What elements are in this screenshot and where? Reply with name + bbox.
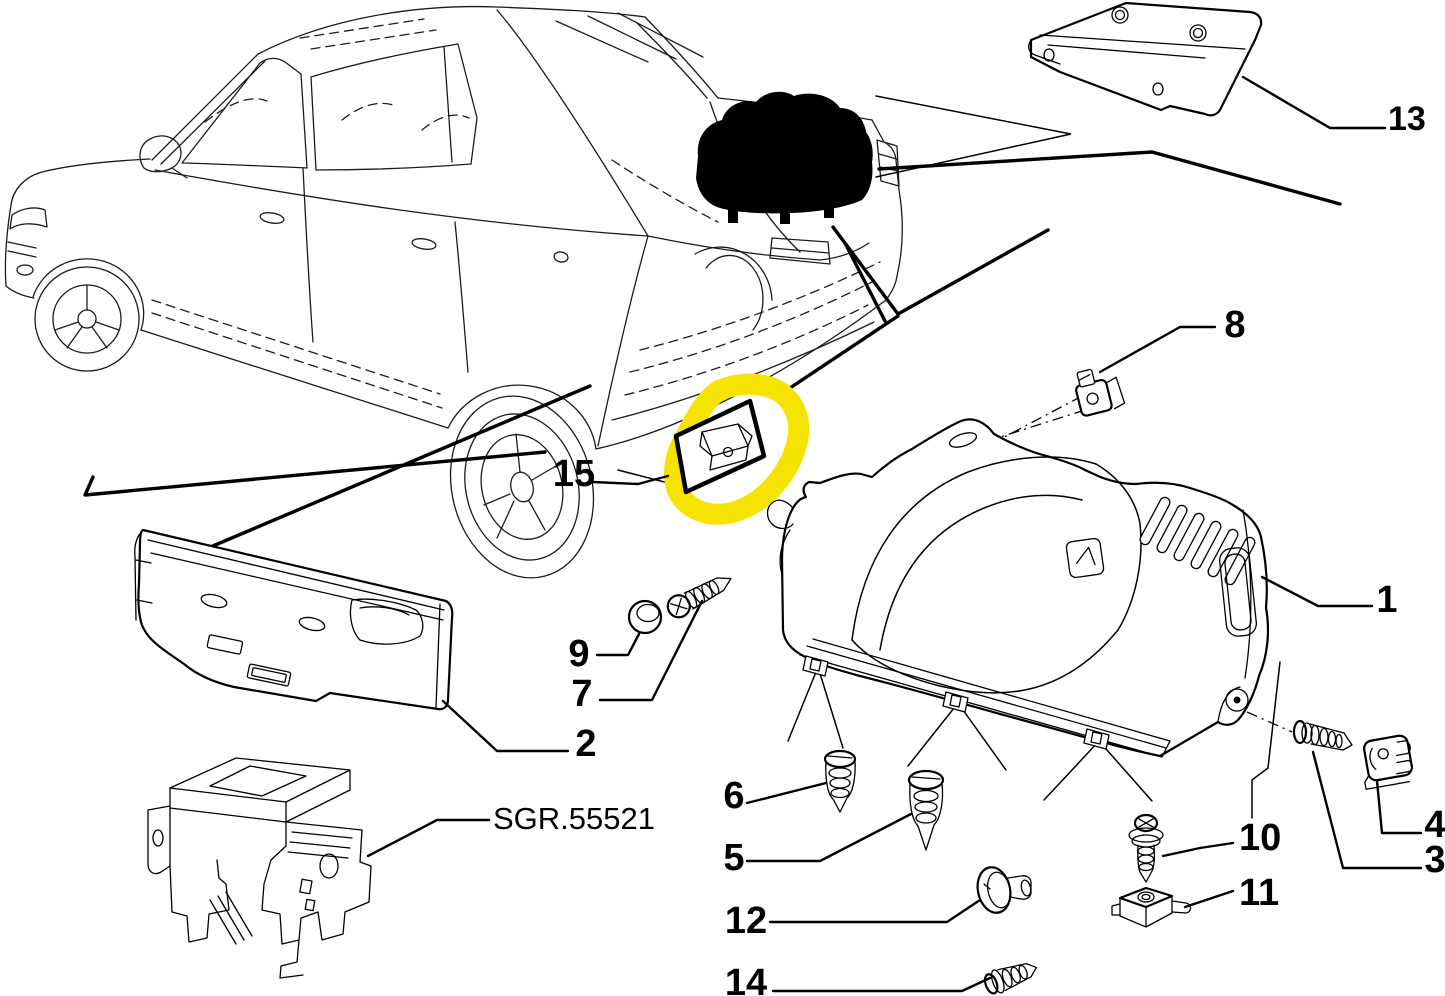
part-12-push-pin bbox=[976, 866, 1032, 914]
callout-label-2: 2 bbox=[575, 723, 596, 765]
sgr-bracket bbox=[147, 757, 372, 979]
rail-tab bbox=[802, 655, 1110, 750]
part-8-clip bbox=[1075, 368, 1126, 417]
part-4-spring-nut bbox=[1363, 734, 1413, 790]
callout-label-8: 8 bbox=[1224, 304, 1245, 346]
callout-label-sgr: SGR.55521 bbox=[493, 801, 655, 836]
callout-labels: 1 2 3 4 5 6 7 8 9 10 11 12 13 14 15 SGR.… bbox=[493, 100, 1445, 996]
callout-label-7: 7 bbox=[571, 673, 592, 715]
part-6-screw bbox=[823, 749, 857, 813]
callout-label-4: 4 bbox=[1424, 804, 1445, 846]
car-illustration bbox=[4, 5, 903, 579]
part-15-highlighted-clip bbox=[663, 373, 810, 525]
trunk-cutout-silhouette bbox=[696, 91, 873, 224]
part-11-cage-nut bbox=[1111, 886, 1192, 928]
callout-label-9: 9 bbox=[568, 633, 589, 675]
part-7-screw bbox=[666, 577, 732, 619]
callout-label-1: 1 bbox=[1376, 579, 1397, 621]
callout-label-6: 6 bbox=[723, 775, 744, 817]
part-13-bracket-plate bbox=[1028, 1, 1263, 117]
pointer-lines bbox=[83, 95, 1342, 819]
part-5-screw bbox=[907, 769, 945, 851]
part-1-trunk-side-lining-panel bbox=[766, 418, 1270, 758]
part-3-screw bbox=[1292, 719, 1353, 751]
leader-lines bbox=[366, 75, 1423, 993]
callout-label-3: 3 bbox=[1424, 839, 1445, 881]
part-2-rear-trim-panel bbox=[134, 528, 454, 711]
callout-label-12: 12 bbox=[725, 900, 767, 942]
callout-label-15: 15 bbox=[553, 453, 595, 495]
part-14-screw bbox=[983, 962, 1037, 995]
callout-label-5: 5 bbox=[723, 837, 744, 879]
callout-label-10: 10 bbox=[1239, 817, 1281, 859]
callout-label-13: 13 bbox=[1388, 100, 1426, 138]
part-10-screw bbox=[1128, 813, 1164, 883]
part-9-plug bbox=[627, 599, 663, 635]
callout-label-14: 14 bbox=[725, 962, 767, 996]
callout-label-11: 11 bbox=[1239, 872, 1279, 914]
